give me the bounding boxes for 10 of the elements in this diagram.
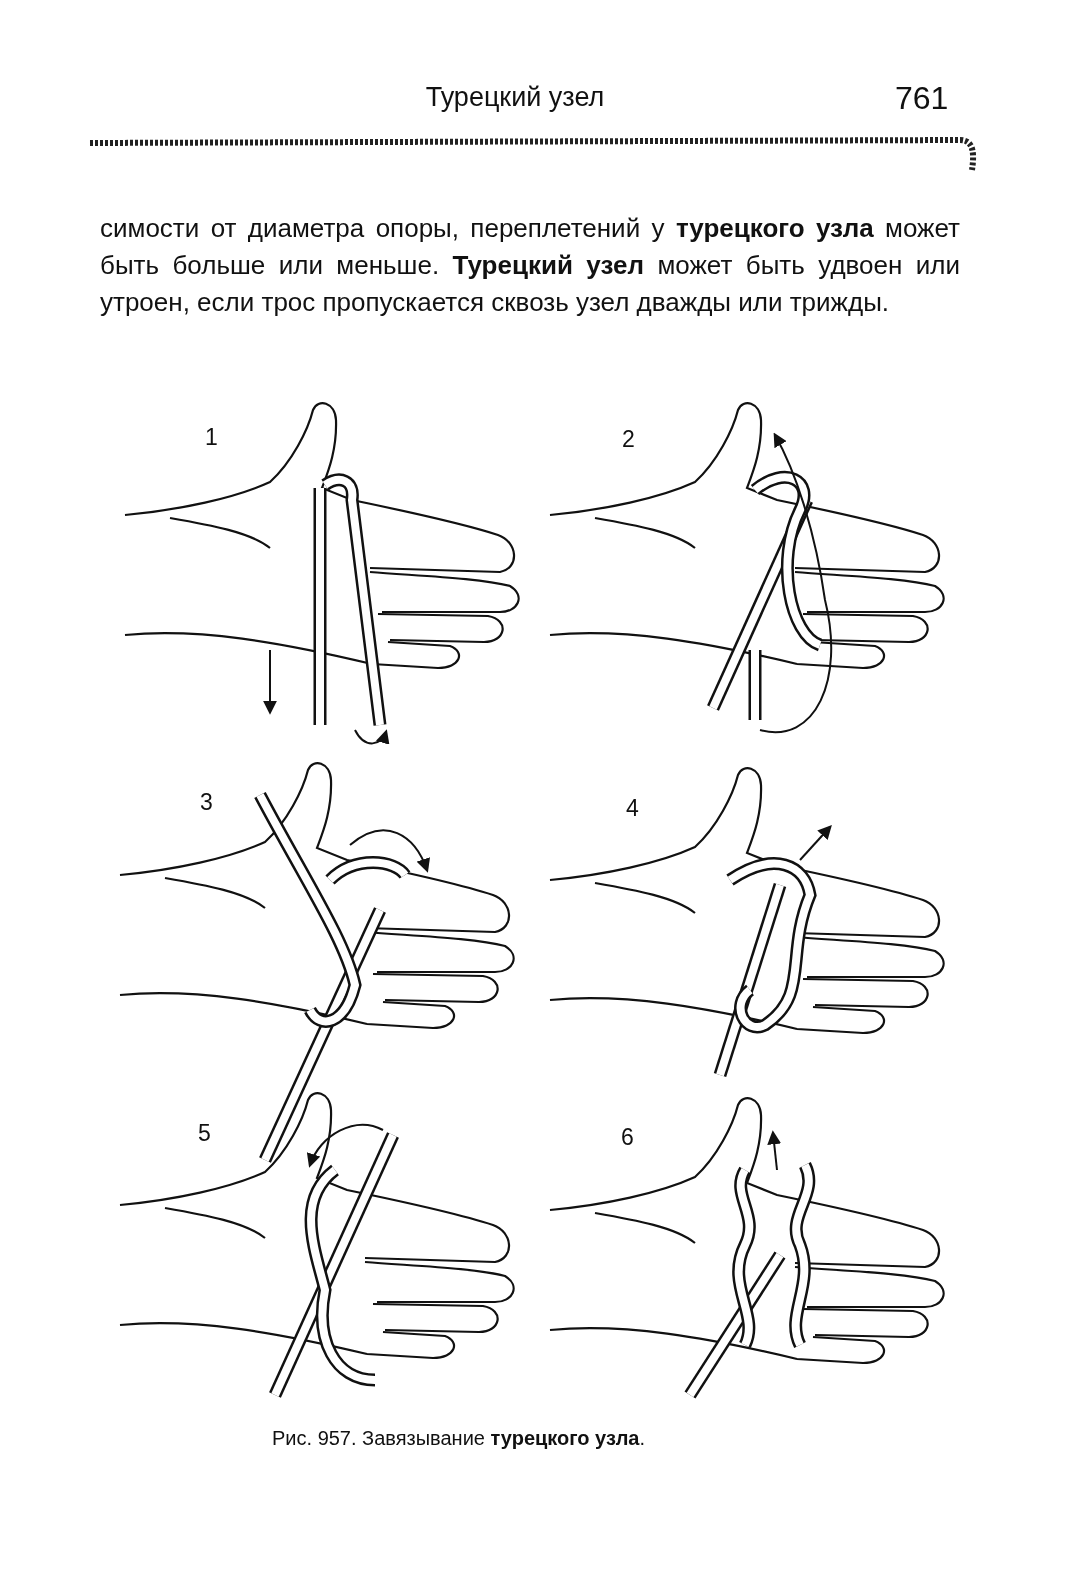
- body-paragraph: симости от диаметра опоры, переплетений у турецкого узла может быть больше или меньше. Турецкий узел может быть удвоен или утроен, если трос пропускается сквозь узел дважды или трижды.: [100, 212, 960, 319]
- page-header-title: Турецкий узел: [424, 82, 606, 113]
- step-number: 1: [205, 424, 218, 451]
- step-number: 6: [621, 1124, 634, 1151]
- step-number: 4: [626, 795, 639, 822]
- step-number: 2: [622, 426, 635, 453]
- figure-caption: Рис. 957. Завязывание турецкого узла.: [272, 1427, 646, 1450]
- page-number: 761: [895, 80, 949, 117]
- step-number: 5: [198, 1120, 211, 1147]
- step-number: 3: [200, 789, 213, 816]
